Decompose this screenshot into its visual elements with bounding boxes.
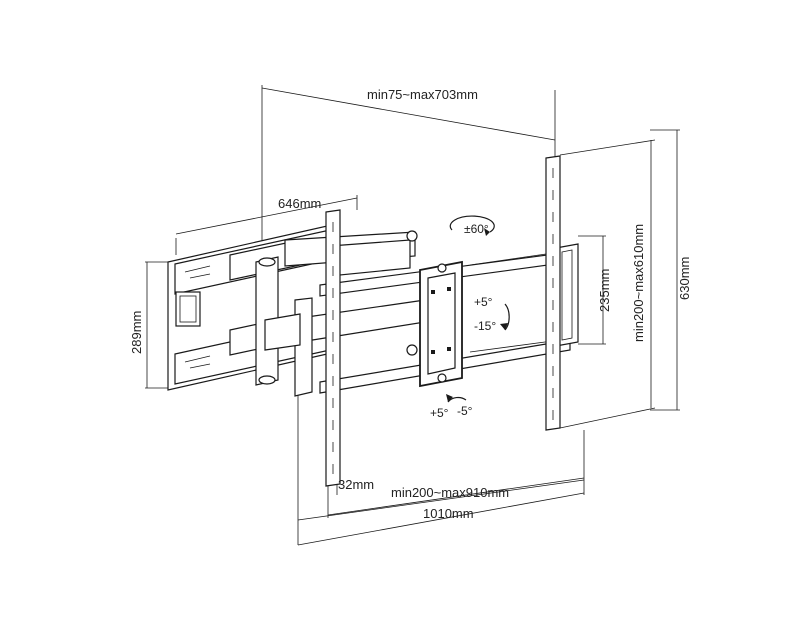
dimension-lines: [145, 85, 680, 546]
level-minus-label: -5°: [457, 404, 473, 418]
tilt-arrow-icon: [500, 303, 510, 331]
backplate-height-label: 289mm: [129, 311, 144, 354]
vesa-horizontal-label: min200~max910mm: [391, 485, 509, 500]
total-width-label: 1010mm: [423, 506, 474, 521]
swivel-arrow-icon: [449, 215, 495, 236]
level-plus-label: +5°: [430, 406, 449, 420]
total-height-label: 630mm: [677, 257, 692, 300]
swivel-label: ±60°: [464, 222, 489, 236]
center-plate: [419, 260, 463, 388]
tilt-block-height-label: 235mm: [597, 269, 612, 312]
rail-offset-label: 32mm: [338, 477, 374, 492]
vesa-rail-right: [545, 155, 561, 431]
arm-extension-label: min75~max703mm: [367, 87, 478, 102]
vesa-rail-left: [325, 209, 341, 487]
level-arrow-icon: [446, 394, 467, 403]
tilt-down-label: -15°: [474, 319, 496, 333]
backplate-width-label: 646mm: [278, 196, 321, 211]
vesa-vertical-label: min200~max610mm: [631, 224, 646, 342]
tilt-up-label: +5°: [474, 295, 493, 309]
